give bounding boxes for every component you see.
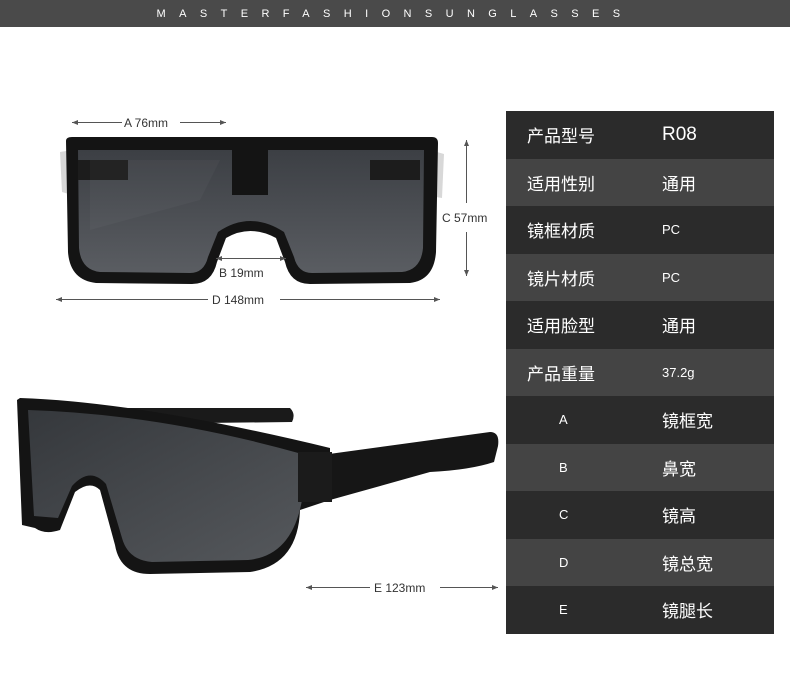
spec-key: D [506, 538, 662, 586]
table-row: B 鼻宽 [506, 443, 774, 491]
spec-key: 产品型号 [506, 111, 662, 159]
table-row: A 镜框宽 [506, 396, 774, 444]
spec-value: 37.2g [662, 348, 774, 396]
spec-key: 适用性别 [506, 158, 662, 206]
table-row: C 镜高 [506, 491, 774, 539]
spec-key: 产品重量 [506, 348, 662, 396]
dimension-e-label: E 123mm [374, 581, 426, 595]
spec-value: R08 [662, 111, 774, 159]
table-row: E 镜腿长 [506, 586, 774, 634]
spec-key: 镜框材质 [506, 206, 662, 254]
spec-key: C [506, 491, 662, 539]
dimension-d-label: D 148mm [212, 293, 265, 307]
table-row: 产品重量 37.2g [506, 348, 774, 396]
spec-value: 通用 [662, 158, 774, 206]
spec-key: B [506, 443, 662, 491]
spec-table: 产品型号 R08 适用性别 通用 镜框材质 PC 镜片材质 PC 适用脸型 通用… [506, 111, 774, 634]
dimension-a-label: A 76mm [124, 116, 169, 130]
table-row: 产品型号 R08 [506, 111, 774, 159]
spec-value: PC [662, 206, 774, 254]
table-row: 镜框材质 PC [506, 206, 774, 254]
spec-value: 镜总宽 [662, 538, 774, 586]
table-row: 镜片材质 PC [506, 253, 774, 301]
dimension-c-label: C 57mm [442, 211, 488, 225]
spec-value: 镜腿长 [662, 586, 774, 634]
spec-value: PC [662, 253, 774, 301]
spec-key: A [506, 396, 662, 444]
dimension-b-label: B 19mm [219, 266, 264, 280]
spec-value: 鼻宽 [662, 443, 774, 491]
brand-banner: MASTERFASHIONSUNGLASSES [0, 0, 790, 27]
table-row: D 镜总宽 [506, 538, 774, 586]
spec-key: E [506, 586, 662, 634]
table-row: 适用性别 通用 [506, 158, 774, 206]
spec-key: 适用脸型 [506, 301, 662, 349]
spec-key: 镜片材质 [506, 253, 662, 301]
spec-value: 通用 [662, 301, 774, 349]
spec-value: 镜高 [662, 491, 774, 539]
table-row: 适用脸型 通用 [506, 301, 774, 349]
spec-value: 镜框宽 [662, 396, 774, 444]
